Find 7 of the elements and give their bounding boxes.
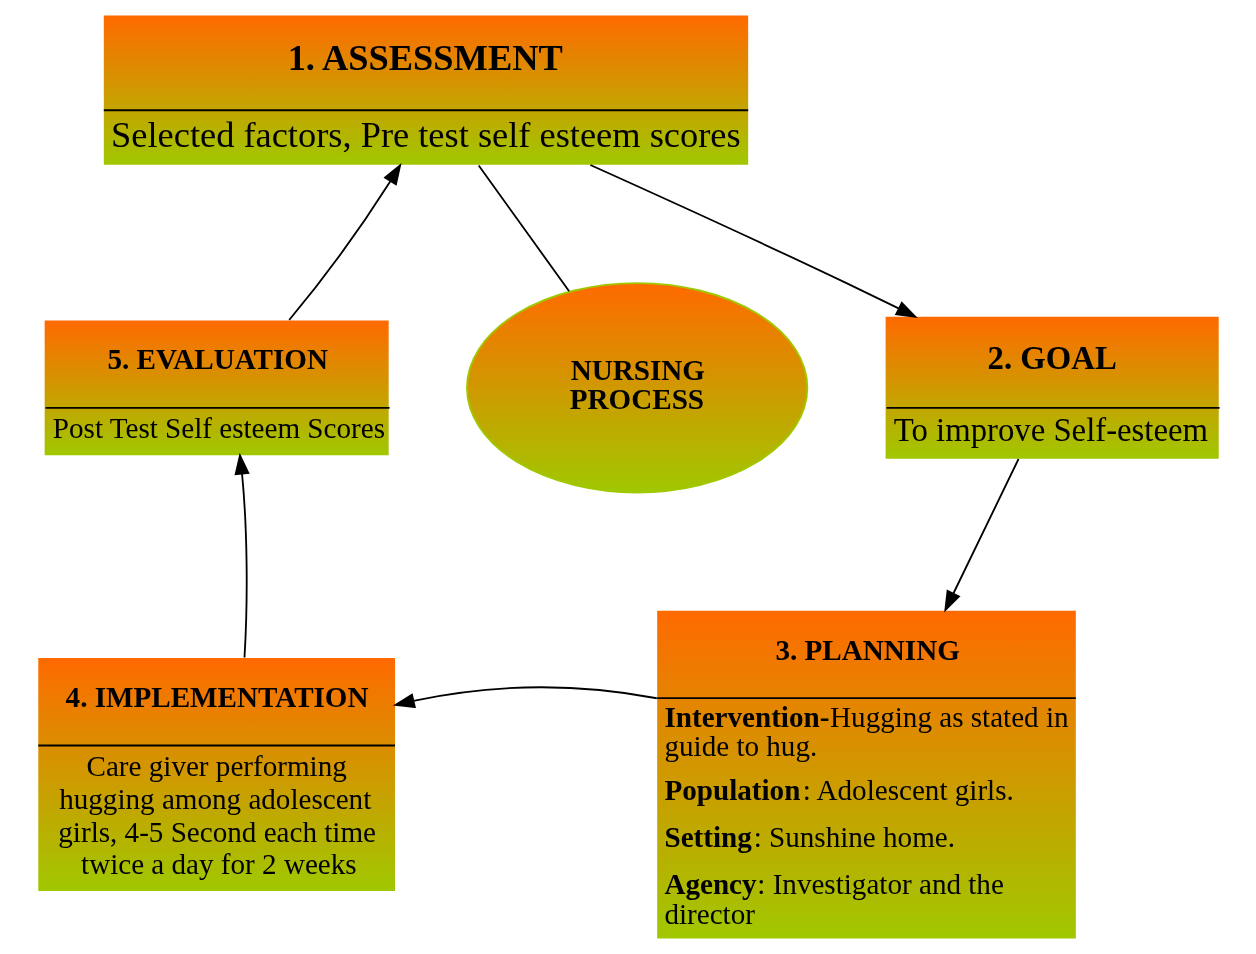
arrow (943, 458, 1019, 613)
arrow (588, 164, 918, 318)
arrow (392, 686, 658, 709)
arrow (287, 163, 402, 321)
arrow (234, 452, 250, 659)
node-ellipse: NURSING PROCESS (465, 282, 808, 494)
connector (477, 164, 570, 293)
